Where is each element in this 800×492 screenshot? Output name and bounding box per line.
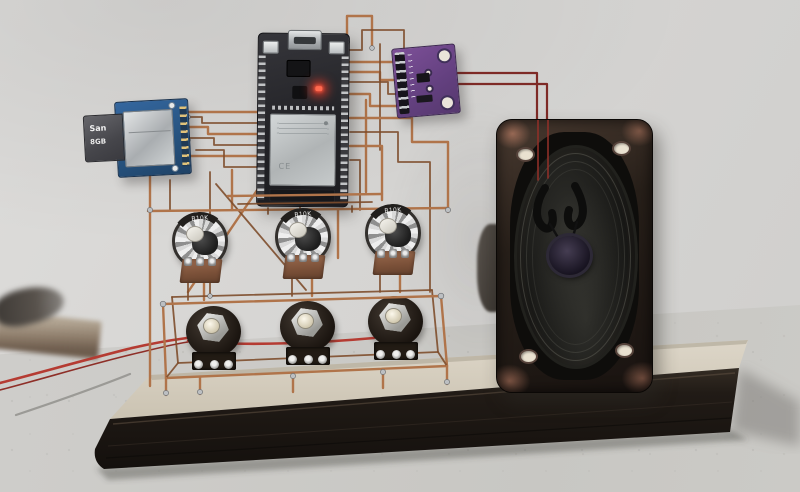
silkscreen-text: [272, 105, 335, 111]
pot-lug: [389, 249, 397, 258]
potentiometer-bottom-1: [184, 304, 244, 376]
pot-lug: [287, 253, 295, 262]
pot-lug: [196, 257, 204, 266]
pot-lug: [401, 249, 409, 258]
solder-blob: [376, 350, 385, 359]
pot-shaft: [203, 318, 220, 334]
solder-blob: [224, 360, 233, 369]
antenna-area: [269, 188, 336, 203]
sd-card: San 8GB: [82, 113, 126, 163]
shield-dot: [323, 121, 328, 126]
amp-passives: [416, 94, 433, 103]
pot-lug: [311, 253, 319, 262]
potentiometer-bottom-3: [366, 294, 426, 366]
esp32-board: CE: [256, 29, 350, 208]
amp-mount-hole: [436, 47, 453, 64]
sd-slot: [122, 108, 176, 168]
solder-blob: [194, 360, 203, 369]
shield-markings: [276, 122, 329, 138]
ce-mark: CE: [278, 161, 292, 171]
speaker: [496, 119, 653, 393]
sd-card-brand: San: [89, 123, 107, 134]
esp32-pin-header-left: [257, 55, 266, 200]
speaker-mount-hole: [519, 349, 538, 364]
solder-blob: [288, 355, 297, 364]
sd-screw-hole: [171, 164, 179, 173]
sd-module-pins: [179, 106, 190, 167]
usb-slot: [293, 36, 316, 45]
potentiometer-top-3: B10K: [361, 201, 425, 275]
pot-shaft-cap: [289, 222, 307, 238]
potentiometer-top-2: B10K: [271, 205, 335, 279]
solder-blob: [304, 355, 313, 364]
speaker-mount-hole: [516, 147, 535, 162]
solder-blob: [318, 355, 327, 364]
boot-button: [262, 40, 279, 54]
pot-shaft: [297, 313, 314, 329]
sd-slot-seam: [128, 130, 171, 134]
amp-mount-hole: [439, 94, 456, 111]
micro-usb-port: [287, 29, 322, 51]
speaker-surround-ring: [520, 153, 631, 361]
usb-uart-chip: [286, 59, 311, 78]
sd-card-capacity: 8GB: [89, 137, 107, 147]
speaker-dust-cap: [549, 236, 590, 275]
i2s-amp-board: [391, 43, 461, 119]
sd-screw-hole: [168, 101, 176, 110]
solder-blob: [210, 360, 219, 369]
esp32-pin-header-right: [340, 56, 349, 201]
amp-output-pad: [425, 84, 435, 94]
pot-lug: [299, 253, 307, 262]
pot-lug: [377, 249, 385, 258]
amp-chip: [416, 72, 431, 83]
pot-lug: [184, 257, 192, 266]
potentiometer-bottom-2: [278, 299, 338, 371]
pot-shaft-cap: [379, 218, 397, 234]
pot-shaft-cap: [186, 226, 204, 242]
potentiometer-top-1: B10K: [168, 209, 232, 283]
solder-blob: [406, 350, 415, 359]
esp32-rf-shield: CE: [269, 113, 337, 187]
speaker-surround-ring: [526, 161, 625, 353]
amp-silkscreen: [407, 54, 416, 99]
voltage-regulator: [292, 85, 308, 100]
speaker-surround-ring: [532, 169, 619, 345]
solder-blob: [392, 350, 401, 359]
reset-button: [328, 41, 345, 55]
speaker-mount-hole: [612, 141, 631, 156]
speaker-lead-wires: [533, 120, 587, 248]
pot-lug: [208, 257, 216, 266]
pot-shaft: [385, 308, 402, 324]
power-led: [315, 86, 323, 92]
sd-card-module: San 8GB: [82, 98, 192, 178]
speaker-mount-hole: [615, 343, 634, 358]
